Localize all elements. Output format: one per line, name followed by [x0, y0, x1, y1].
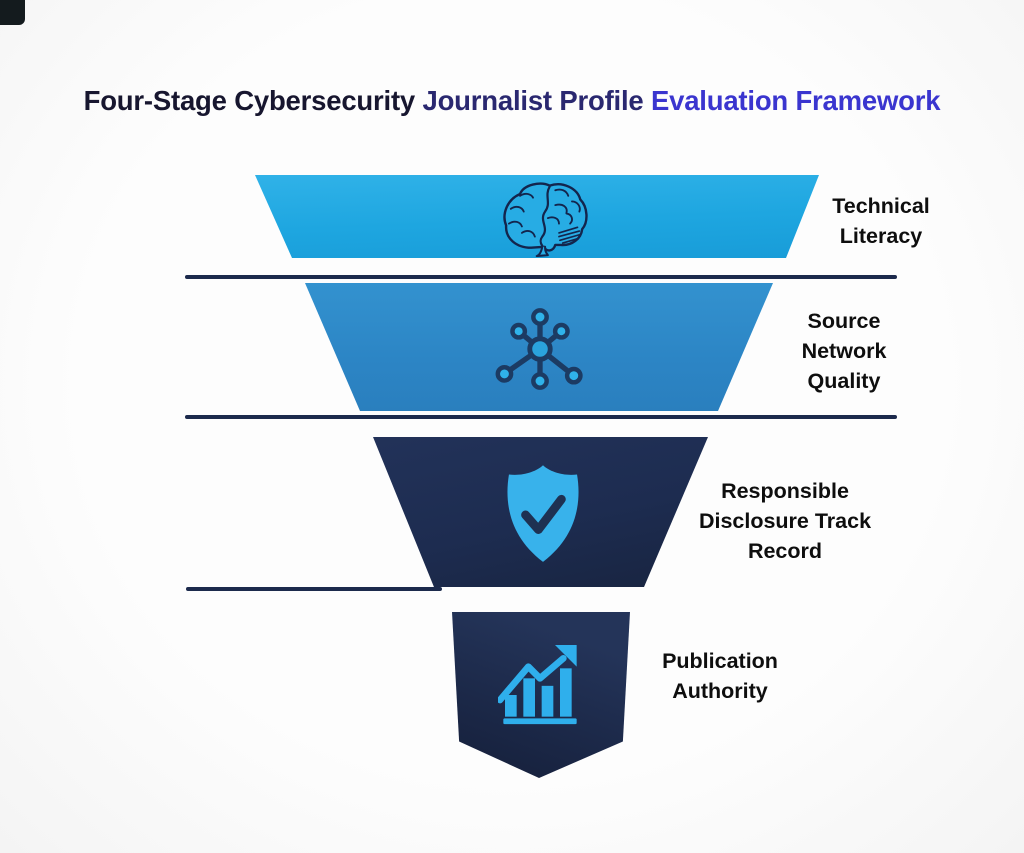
- stage-label-technical-literacy: Technical Literacy: [832, 194, 930, 248]
- title-segment-2: Journalist Profile: [422, 85, 651, 116]
- network-hub-icon: [495, 308, 583, 390]
- separator-line-3: [186, 587, 442, 591]
- separator-line-2: [185, 415, 897, 419]
- brain-icon: [503, 182, 588, 257]
- shield-check-icon: [507, 465, 579, 562]
- title-segment-1: Four-Stage Cybersecurity: [83, 85, 423, 116]
- separator-line-1: [185, 275, 897, 279]
- stage-label-responsible-disclosure: Responsible Disclosure Track Record: [698, 479, 872, 563]
- stage-label-publication-authority: Publication Authority: [662, 649, 778, 703]
- funnel-stage-4-shape: [452, 612, 630, 778]
- corner-artifact: [0, 0, 25, 25]
- page-title: Four-Stage Cybersecurity Journalist Prof…: [0, 85, 1024, 117]
- bar-chart-growth-icon: [498, 645, 577, 725]
- stage-label-source-network-quality: Source Network Quality: [801, 309, 887, 393]
- title-segment-3: Evaluation Framework: [650, 85, 941, 116]
